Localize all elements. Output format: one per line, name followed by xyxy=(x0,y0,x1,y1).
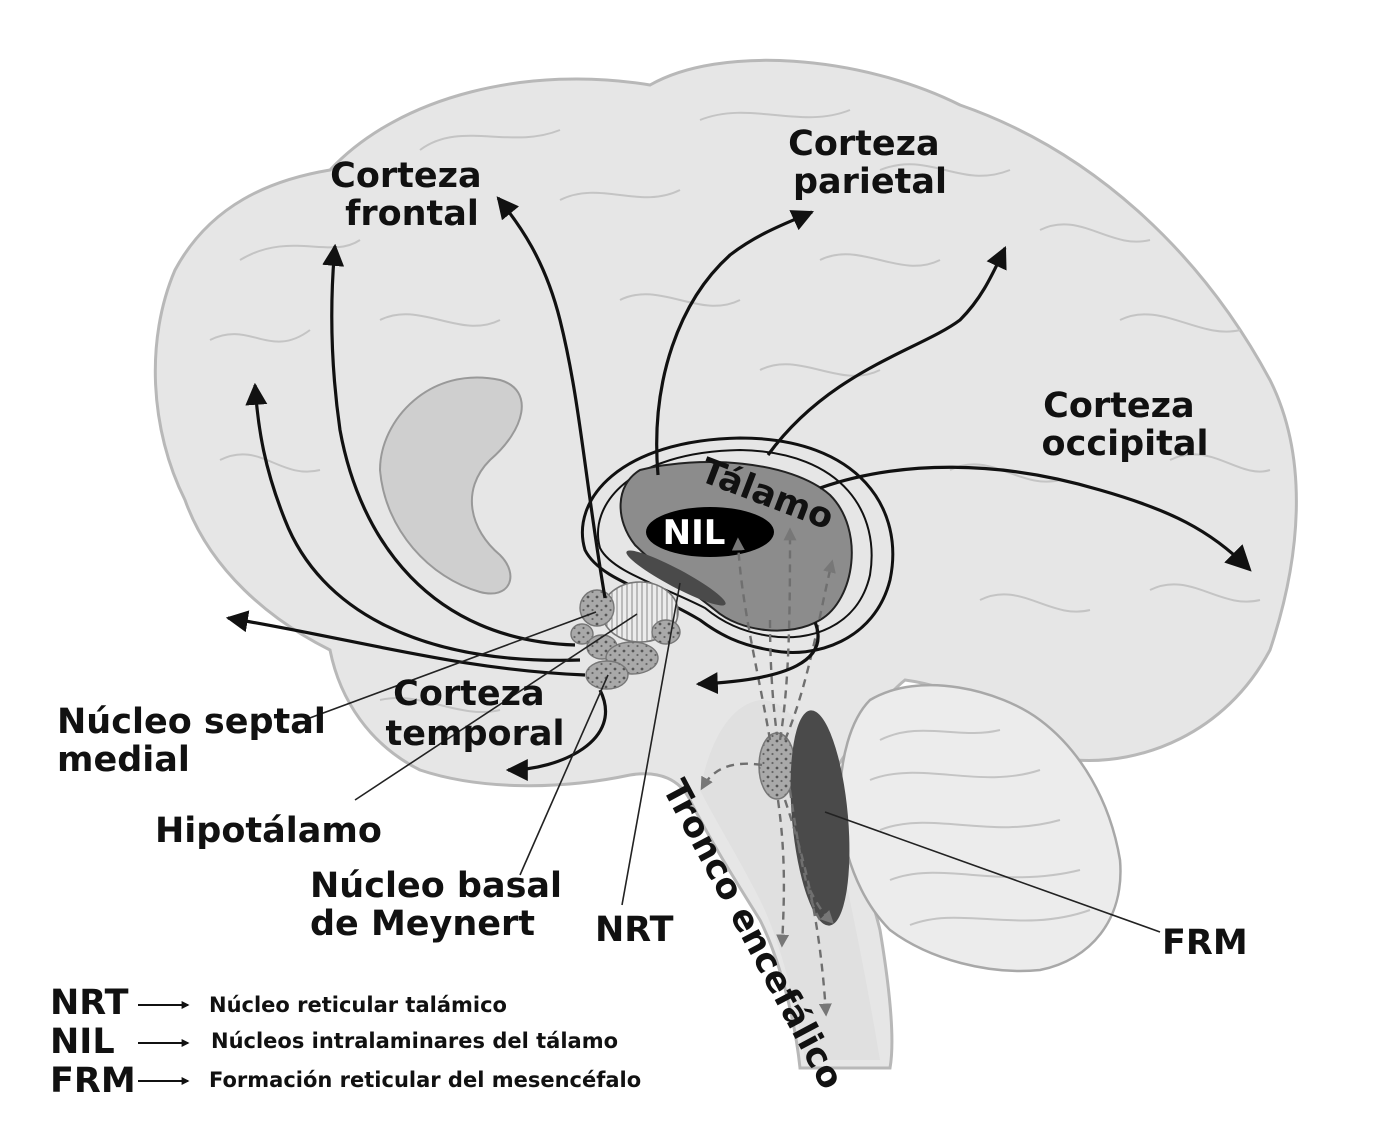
arrow-temporal-2 xyxy=(695,621,820,695)
leader-lines xyxy=(306,582,1161,933)
nrt-nucleus xyxy=(626,550,726,606)
projection-arrows xyxy=(225,196,1252,781)
septal-nucleus-label: Núcleo septal medial xyxy=(57,702,338,780)
legend-abbr: NIL xyxy=(50,1022,115,1062)
brainstem-nucleus xyxy=(758,732,796,800)
frm-label: FRM xyxy=(1162,923,1248,963)
arrow-frontal-4 xyxy=(225,610,586,677)
arrow-occipital xyxy=(819,465,1252,572)
arrow-frontal-1 xyxy=(496,196,607,599)
ascending-dashed-pathways xyxy=(700,527,836,1017)
arrow-frontal-2 xyxy=(322,243,576,647)
occipital-cortex-label: Corteza occipital xyxy=(1042,386,1209,464)
cerebellum xyxy=(838,683,1122,973)
legend: NRT Núcleo reticular talámico NIL Núcleo… xyxy=(50,983,641,1101)
legend-row: FRM Formación reticular del mesencéfalo xyxy=(50,1061,641,1101)
nrt-label: NRT xyxy=(595,910,674,950)
meynert-nucleus-structure xyxy=(585,660,629,690)
arrow-frontal-3 xyxy=(245,382,581,662)
legend-desc: Núcleo reticular talámico xyxy=(209,993,507,1017)
brainstem xyxy=(700,700,880,1060)
septal-nucleus-structure xyxy=(579,589,615,627)
parietal-cortex-label: Corteza parietal xyxy=(788,124,952,202)
legend-row: NRT Núcleo reticular talámico xyxy=(50,983,507,1023)
hypothalamus-label: Hipotálamo xyxy=(155,811,382,851)
basal-forebrain-nuclei xyxy=(570,581,681,690)
arrow-temporal-1 xyxy=(505,689,608,781)
legend-abbr: FRM xyxy=(50,1061,136,1101)
arrow-parietal-1 xyxy=(655,210,815,476)
legend-desc: Formación reticular del mesencéfalo xyxy=(209,1068,641,1092)
nil-label: NIL xyxy=(663,513,726,553)
legend-desc: Núcleos intralaminares del tálamo xyxy=(211,1029,618,1053)
meynert-label: Núcleo basal de Meynert xyxy=(310,866,574,944)
frontal-cortex-label: Corteza frontal xyxy=(330,156,494,234)
caudate-nucleus xyxy=(378,376,523,595)
arrow-parietal-2 xyxy=(766,246,1007,456)
legend-row: NIL Núcleos intralaminares del tálamo xyxy=(50,1022,618,1062)
temporal-cortex-label: Corteza temporal xyxy=(386,674,565,754)
legend-abbr: NRT xyxy=(50,983,129,1023)
